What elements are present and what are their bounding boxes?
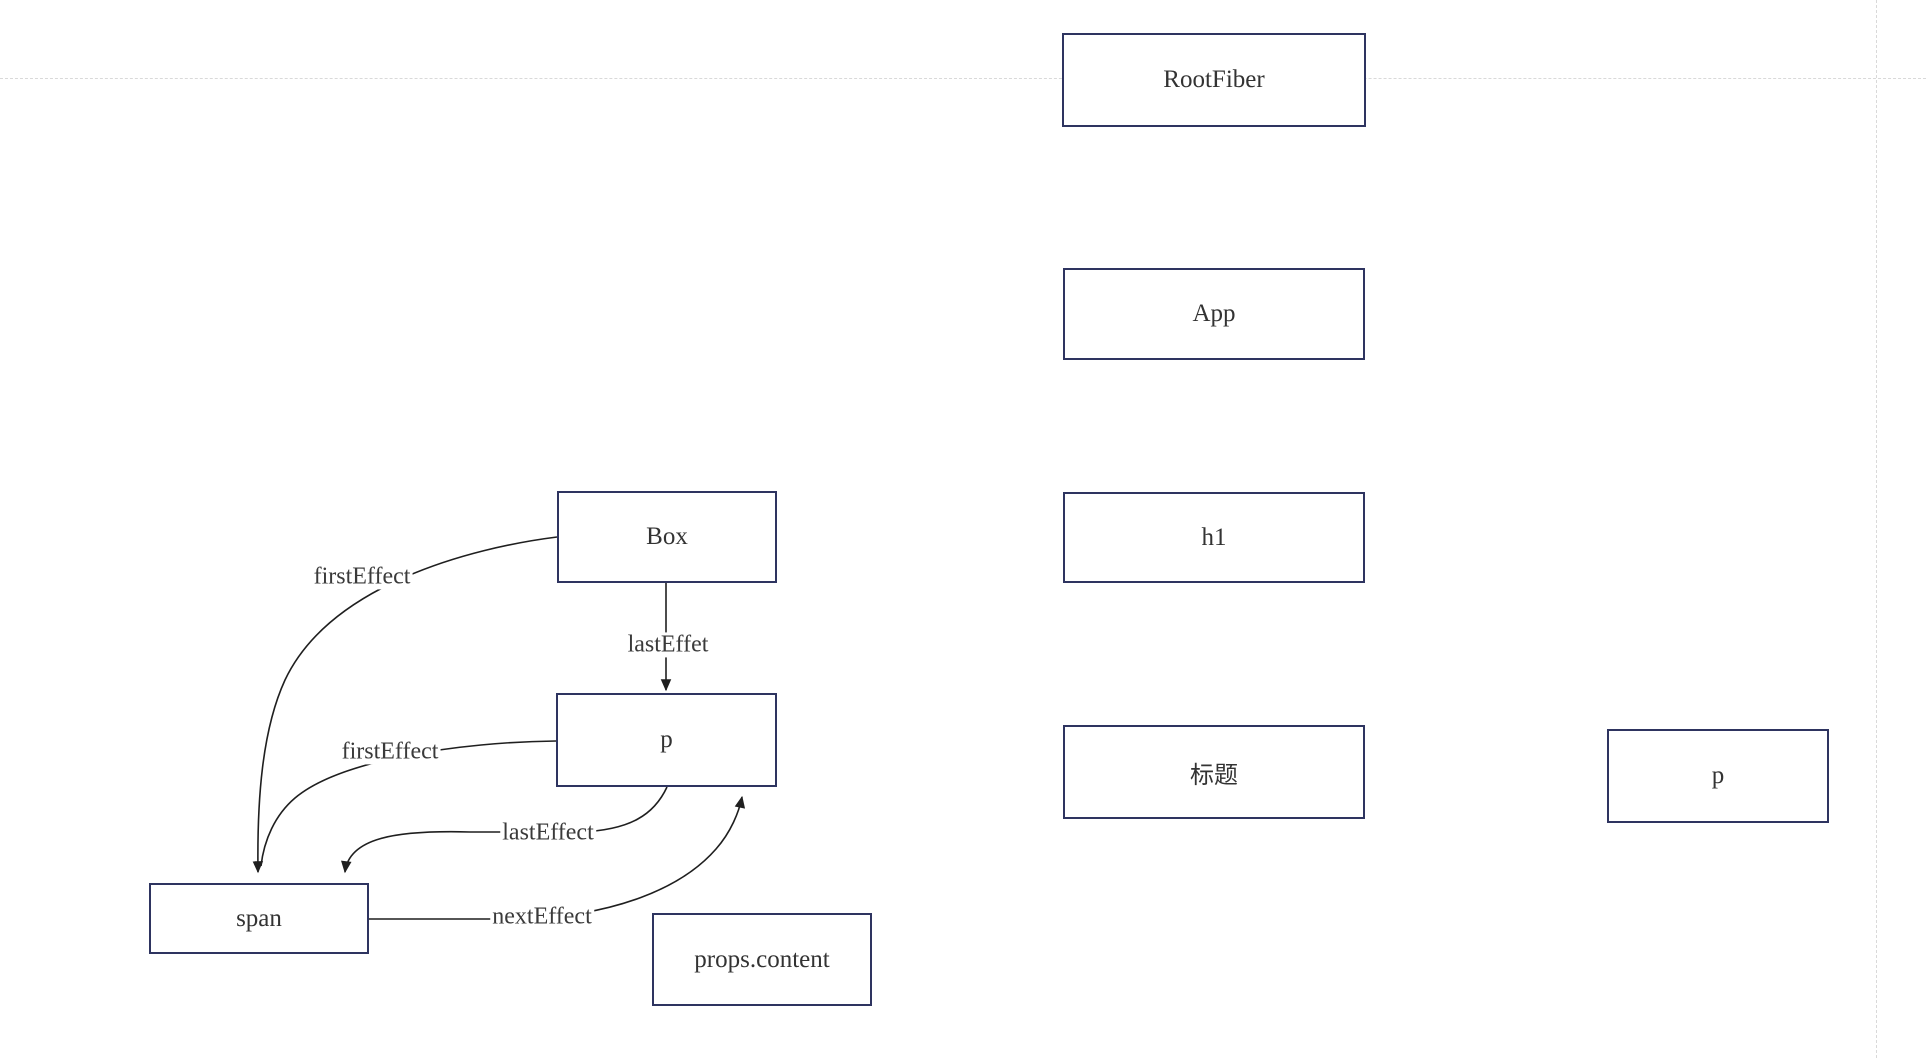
node-p-right[interactable]: p	[1607, 729, 1829, 823]
node-span[interactable]: span	[149, 883, 369, 954]
edge-label-last-effet[interactable]: lastEffet	[625, 631, 711, 658]
edge-first-effect-p-to-span	[260, 740, 557, 867]
edge-label-last-effect[interactable]: lastEffect	[500, 819, 596, 846]
edge-next-effect-span-to-p	[369, 795, 746, 920]
node-box[interactable]: Box	[557, 491, 777, 583]
node-rootfiber[interactable]: RootFiber	[1062, 33, 1366, 127]
node-p-left-label: p	[660, 726, 673, 753]
page-boundary-vertical-line	[1876, 0, 1877, 1058]
node-title-cn-label: 标题	[1190, 761, 1238, 789]
edge-first-effect-box-to-span	[252, 536, 558, 874]
node-h1-label: h1	[1201, 523, 1227, 551]
node-app-label: App	[1192, 300, 1236, 327]
node-h1[interactable]: h1	[1063, 492, 1365, 583]
edge-last-effect-p-to-span	[341, 786, 668, 874]
edge-label-first-effect-p[interactable]: firstEffect	[339, 738, 441, 765]
page-boundary-horizontal-line	[0, 78, 1926, 79]
node-props-content[interactable]: props.content	[652, 913, 872, 1006]
node-span-label: span	[236, 904, 282, 932]
node-p-right-label: p	[1711, 762, 1725, 789]
node-rootfiber-label: RootFiber	[1163, 66, 1265, 93]
node-app[interactable]: App	[1063, 268, 1365, 360]
node-p-left[interactable]: p	[556, 693, 777, 787]
edge-label-first-effect-box[interactable]: firstEffect	[311, 563, 413, 590]
node-props-content-label: props.content	[694, 945, 830, 973]
node-title-cn[interactable]: 标题	[1063, 725, 1365, 819]
edge-label-next-effect[interactable]: nextEffect	[490, 903, 594, 930]
node-box-label: Box	[646, 523, 688, 550]
